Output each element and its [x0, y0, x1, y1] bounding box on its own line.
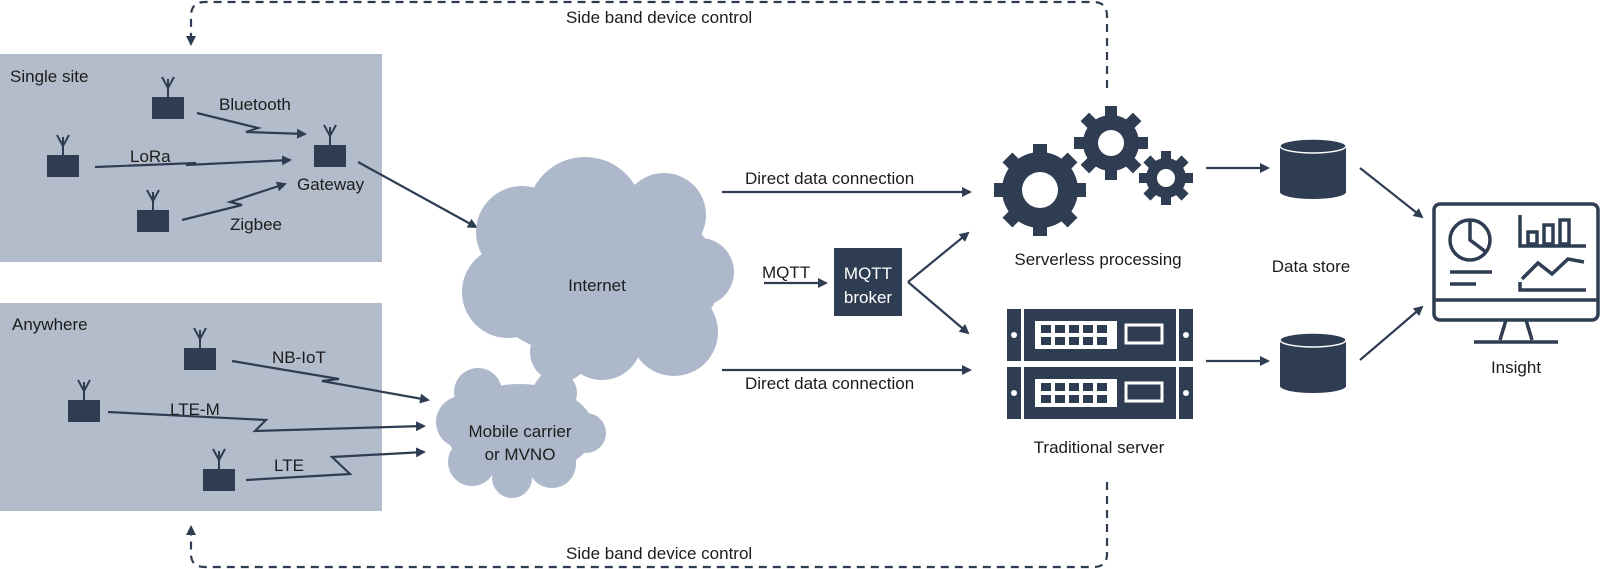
bluetooth-link	[196, 111, 307, 139]
data-store-bottom-icon	[1279, 332, 1347, 393]
mobile-carrier-cloud	[436, 368, 606, 498]
lora-link	[94, 155, 292, 169]
broker-to-server-arrow	[907, 281, 970, 335]
mqtt-label: MQTT	[762, 263, 811, 282]
lte-link	[245, 447, 426, 482]
serverless-gears-icon	[994, 106, 1193, 236]
direct-connection-top-label: Direct data connection	[745, 169, 915, 188]
ltem-label: LTE-M	[170, 400, 220, 419]
traditional-server-icon	[1007, 309, 1193, 419]
nbiot-link	[231, 359, 430, 404]
ltem-link	[107, 410, 426, 433]
lte-label: LTE	[274, 456, 304, 475]
internet-label: Internet	[568, 276, 626, 295]
side-band-control-bottom-line	[186, 482, 1109, 569]
store-top-to-insight-arrow	[1359, 167, 1424, 219]
internet-cloud	[462, 157, 734, 382]
lora-label: LoRa	[130, 147, 171, 166]
zigbee-label: Zigbee	[230, 215, 282, 234]
single-site-label: Single site	[10, 67, 89, 86]
serverless-processing-label: Serverless processing	[1014, 250, 1182, 269]
mobile-carrier-label-line2: or MVNO	[484, 445, 556, 464]
direct-connection-bottom-label: Direct data connection	[745, 374, 915, 393]
mqtt-broker-label-line1: MQTT	[843, 264, 893, 283]
side-band-control-bottom-label: Side band device control	[566, 544, 753, 563]
side-band-control-top-label: Side band device control	[566, 8, 753, 27]
nbiot-label: NB-IoT	[272, 348, 326, 367]
store-bottom-to-insight-arrow	[1359, 305, 1424, 361]
gateway-label: Gateway	[297, 175, 365, 194]
insight-monitor-icon	[1432, 202, 1600, 344]
gateway-to-internet-arrow	[357, 161, 478, 228]
data-store-top-icon	[1279, 138, 1347, 199]
bluetooth-label: Bluetooth	[219, 95, 291, 114]
data-store-label: Data store	[1271, 257, 1351, 276]
anywhere-label: Anywhere	[12, 315, 88, 334]
zigbee-link	[181, 181, 287, 222]
traditional-server-label: Traditional server	[1033, 438, 1165, 457]
mqtt-broker-label-line2: broker	[843, 288, 893, 307]
side-band-control-top-line	[186, 0, 1109, 88]
mobile-carrier-label-line1: Mobile carrier	[468, 422, 572, 441]
insight-label: Insight	[1490, 358, 1542, 377]
broker-to-serverless-arrow	[907, 231, 970, 283]
mqtt-broker-box	[834, 248, 902, 316]
